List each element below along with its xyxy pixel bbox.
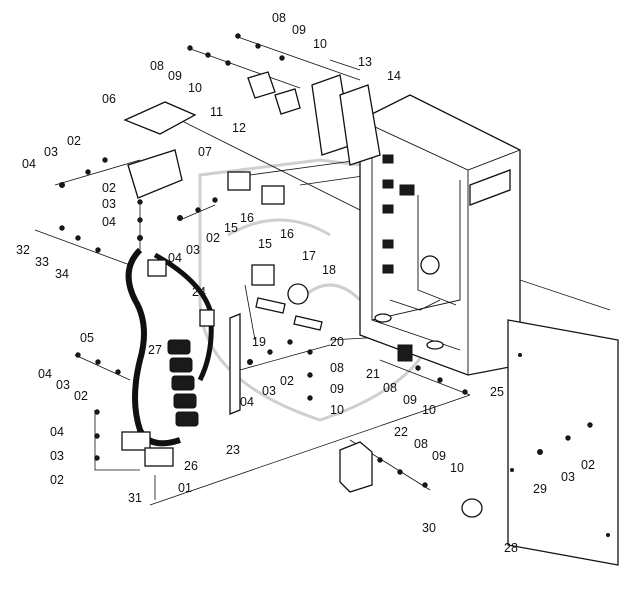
callout: 08 (414, 437, 428, 451)
callout: 10 (313, 37, 327, 51)
door-panel (507, 319, 619, 566)
callout: 09 (168, 69, 182, 83)
callout: 04 (38, 367, 52, 381)
misc-components (121, 431, 483, 518)
callout: 27 (148, 343, 162, 357)
callout: 08 (330, 361, 344, 375)
callout: 24 (192, 285, 206, 299)
callout-labels: 08 09 10 13 14 08 09 10 11 12 06 02 03 0… (16, 11, 595, 555)
callout: 19 (252, 335, 266, 349)
callout: 14 (387, 69, 401, 83)
bracket-plate-and-box (123, 101, 197, 199)
gasket-plates (247, 71, 381, 166)
callout: 03 (44, 145, 58, 159)
callout: 12 (232, 121, 246, 135)
callout: 25 (490, 385, 504, 399)
callout: 03 (56, 378, 70, 392)
callout: 02 (102, 181, 116, 195)
callout: 04 (168, 251, 182, 265)
callout: 03 (262, 384, 276, 398)
callout: 18 (322, 263, 336, 277)
callout: 09 (432, 449, 446, 463)
callout: 31 (128, 491, 142, 505)
callout: 33 (35, 255, 49, 269)
callout: 32 (16, 243, 30, 257)
callout: 13 (358, 55, 372, 69)
callout: 10 (422, 403, 436, 417)
callout: 01 (178, 481, 192, 495)
relay-stack (167, 313, 241, 427)
callout: 09 (330, 382, 344, 396)
callout: 20 (330, 335, 344, 349)
cabinet-body (359, 94, 521, 376)
callout: 34 (55, 267, 69, 281)
callout: 28 (504, 541, 518, 555)
switch-connectors (227, 171, 413, 362)
callout: 02 (581, 458, 595, 472)
callout: 26 (184, 459, 198, 473)
callout: 21 (366, 367, 380, 381)
fastener-dots (59, 33, 593, 488)
callout: 03 (102, 197, 116, 211)
callout: 17 (302, 249, 316, 263)
callout: 22 (394, 425, 408, 439)
callout: 23 (226, 443, 240, 457)
callout: 30 (422, 521, 436, 535)
callout: 08 (272, 11, 286, 25)
callout: 16 (280, 227, 294, 241)
callout: 03 (50, 449, 64, 463)
callout: 03 (561, 470, 575, 484)
callout: 10 (188, 81, 202, 95)
callout: 02 (50, 473, 64, 487)
callout: 15 (224, 221, 238, 235)
callout: 04 (102, 215, 116, 229)
callout: 29 (533, 482, 547, 496)
callout: 05 (80, 331, 94, 345)
callout: 04 (50, 425, 64, 439)
callout: 11 (210, 105, 223, 119)
callout: 08 (150, 59, 164, 73)
callout: 02 (280, 374, 294, 388)
callout: 16 (240, 211, 254, 225)
callout: 06 (102, 92, 116, 106)
callout: 09 (403, 393, 417, 407)
callout: 10 (330, 403, 344, 417)
callout: 04 (22, 157, 36, 171)
callout: 02 (74, 389, 88, 403)
callout: 07 (198, 145, 212, 159)
callout: 10 (450, 461, 464, 475)
callout: 15 (258, 237, 272, 251)
callout: 04 (240, 395, 254, 409)
callout: 03 (186, 243, 200, 257)
callout: 02 (206, 231, 220, 245)
callout: 08 (383, 381, 397, 395)
callout: 09 (292, 23, 306, 37)
callout: 02 (67, 134, 81, 148)
